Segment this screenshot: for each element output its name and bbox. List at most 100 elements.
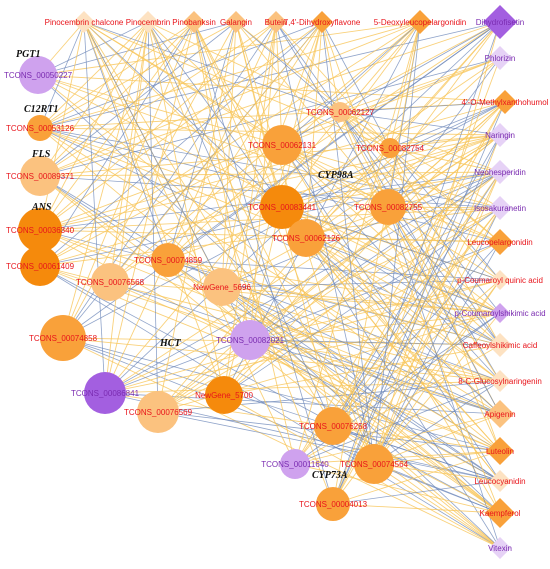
node-m_apigenin[interactable]	[486, 400, 514, 428]
node-t89371[interactable]	[20, 156, 60, 196]
node-t76258[interactable]	[314, 407, 352, 445]
edge-t89371-m_pinobanksin	[39, 21, 195, 177]
node-t86841[interactable]	[84, 372, 126, 414]
node-m_deoxyleucopelargonidin[interactable]	[408, 10, 432, 34]
node-t74859[interactable]	[151, 243, 185, 277]
node-t04013[interactable]	[316, 487, 350, 521]
node-m_luteolin[interactable]	[486, 437, 514, 465]
node-t11640[interactable]	[280, 449, 310, 479]
node-t82755[interactable]	[370, 189, 406, 225]
edge-t11640-m_deoxyleucopelargonidin	[294, 21, 421, 465]
edge-t74858-m_glucosylnaringenin	[62, 337, 501, 382]
node-m_leucopelargonidin[interactable]	[487, 229, 513, 255]
node-m_kaempferol[interactable]	[485, 498, 515, 528]
label-m_coumaroyl_shikimic: p-Coumaroylshikimic acid	[454, 309, 545, 318]
node-t62126[interactable]	[287, 219, 325, 257]
label-t53126: TCONS_00053126	[6, 124, 75, 133]
edge-t83441-m_pinocembrin_chalcone	[83, 21, 283, 208]
node-m_naringin[interactable]	[488, 123, 512, 147]
label-m_dihydrofisetin: Dihydrofisetin	[476, 18, 524, 27]
edge-t82755-m_apigenin	[387, 206, 501, 415]
edge-t76258-m_methylxanthohumol	[332, 101, 506, 427]
node-t62127[interactable]	[330, 102, 350, 122]
node-t82754[interactable]	[380, 138, 400, 158]
edge-t62126-m_dihydroxyflavone	[305, 21, 323, 239]
edge-t82754-m_caffeoylshikimic	[389, 147, 501, 346]
label-t76568: TCONS_00076568	[76, 278, 145, 287]
edge-t74859-m_dihydroxyflavone	[167, 21, 323, 261]
edge-t04013-m_pinocembrin	[147, 21, 334, 505]
node-m_glucosylnaringenin[interactable]	[489, 370, 511, 392]
node-t83441[interactable]	[260, 185, 304, 229]
edge-t62126-m_luteolin	[305, 237, 501, 452]
edge-t53126-m_caffeoylshikimic	[39, 127, 501, 346]
label-t11640: TCONS_00011640	[261, 460, 329, 469]
edge-t82021-m_apigenin	[249, 339, 501, 415]
edge-t62131-m_coumaroyl_shikimic	[281, 144, 501, 314]
edge-t89371-m_butein	[39, 21, 277, 177]
edge-nb5700-m_dihydrofisetin	[223, 21, 501, 396]
label-layer: TCONS_00050227TCONS_00053126TCONS_000893…	[4, 18, 549, 553]
node-t76569[interactable]	[137, 391, 179, 433]
node-m_vitexin[interactable]	[489, 537, 511, 559]
edge-t82755-m_glucosylnaringenin	[387, 206, 501, 382]
node-m_galangin[interactable]	[225, 11, 247, 33]
node-t36340[interactable]	[18, 208, 62, 252]
edge-t04013-m_luteolin	[332, 450, 501, 505]
edge-t62127-m_methylxanthohumol	[339, 101, 506, 113]
node-t50227[interactable]	[19, 56, 57, 94]
node-t53126[interactable]	[27, 115, 53, 141]
label-t74859: TCONS_00074859	[134, 256, 203, 265]
label-m_deoxyleucopelargonidin: 5-Deoxyleucopelargonidin	[374, 18, 467, 27]
edge-nb5696-m_naringin	[221, 134, 501, 288]
node-m_butein[interactable]	[265, 11, 287, 33]
edge-t04013-m_methylxanthohumol	[332, 101, 506, 505]
node-m_pinocembrin[interactable]	[137, 11, 159, 33]
node-m_phlorizin[interactable]	[488, 46, 512, 70]
node-nb5696[interactable]	[203, 268, 241, 306]
node-m_coumaroyl_quinic[interactable]	[490, 270, 510, 290]
node-t74858[interactable]	[40, 315, 86, 361]
gene-tag-fls: FLS	[31, 149, 51, 160]
node-m_pinobanksin[interactable]	[183, 11, 205, 33]
edge-t04013-m_phlorizin	[332, 57, 501, 505]
label-m_leucocyanidin: Leucocyanidin	[474, 477, 525, 486]
edge-t74564-m_dihydrofisetin	[373, 21, 501, 465]
edge-t76258-m_vitexin	[332, 425, 501, 549]
node-m_neohesperidin[interactable]	[488, 160, 512, 184]
node-m_dihydrofisetin[interactable]	[483, 5, 517, 39]
edge-t36340-m_glucosylnaringenin	[39, 229, 501, 382]
edge-t62126-m_leucocyanidin	[305, 237, 501, 482]
label-t76258: TCONS_00076258	[299, 422, 368, 431]
node-t76568[interactable]	[91, 263, 129, 301]
node-nb5700[interactable]	[205, 376, 243, 414]
node-t82021[interactable]	[230, 320, 270, 360]
edge-t04013-m_dihydrofisetin	[332, 21, 501, 505]
edge-t74564-m_vitexin	[373, 463, 501, 549]
edge-t82754-m_neohesperidin	[389, 147, 501, 173]
label-t74858: TCONS_00074858	[29, 334, 98, 343]
node-m_caffeoylshikimic[interactable]	[488, 333, 512, 357]
node-m_pinocembrin_chalcone[interactable]	[73, 11, 95, 33]
label-t89371: TCONS_00089371	[6, 172, 75, 181]
edge-nb5700-m_pinocembrin_chalcone	[83, 21, 225, 396]
node-m_isosakuranetin[interactable]	[488, 196, 512, 220]
label-m_apigenin: Apigenin	[484, 410, 515, 419]
node-t62131[interactable]	[262, 125, 302, 165]
label-m_luteolin: Luteolin	[486, 447, 514, 456]
edge-t04013-m_neohesperidin	[332, 171, 501, 505]
node-m_leucocyanidin[interactable]	[489, 470, 511, 492]
node-t74564[interactable]	[354, 444, 394, 484]
edge-t82755-m_caffeoylshikimic	[387, 206, 501, 346]
node-m_methylxanthohumol[interactable]	[493, 90, 517, 114]
edge-t82754-m_butein	[275, 21, 391, 149]
node-t61409[interactable]	[20, 246, 60, 286]
label-t82754: TCONS_00082754	[356, 144, 425, 153]
edge-t82021-m_kaempferol	[249, 339, 501, 514]
node-m_dihydroxyflavone[interactable]	[311, 11, 333, 33]
edge-t62126-m_dihydrofisetin	[305, 21, 501, 239]
edge-t62131-m_pinocembrin	[147, 21, 283, 146]
edge-t62127-m_leucopelargonidin	[339, 111, 501, 243]
node-m_coumaroyl_shikimic[interactable]	[490, 303, 510, 323]
